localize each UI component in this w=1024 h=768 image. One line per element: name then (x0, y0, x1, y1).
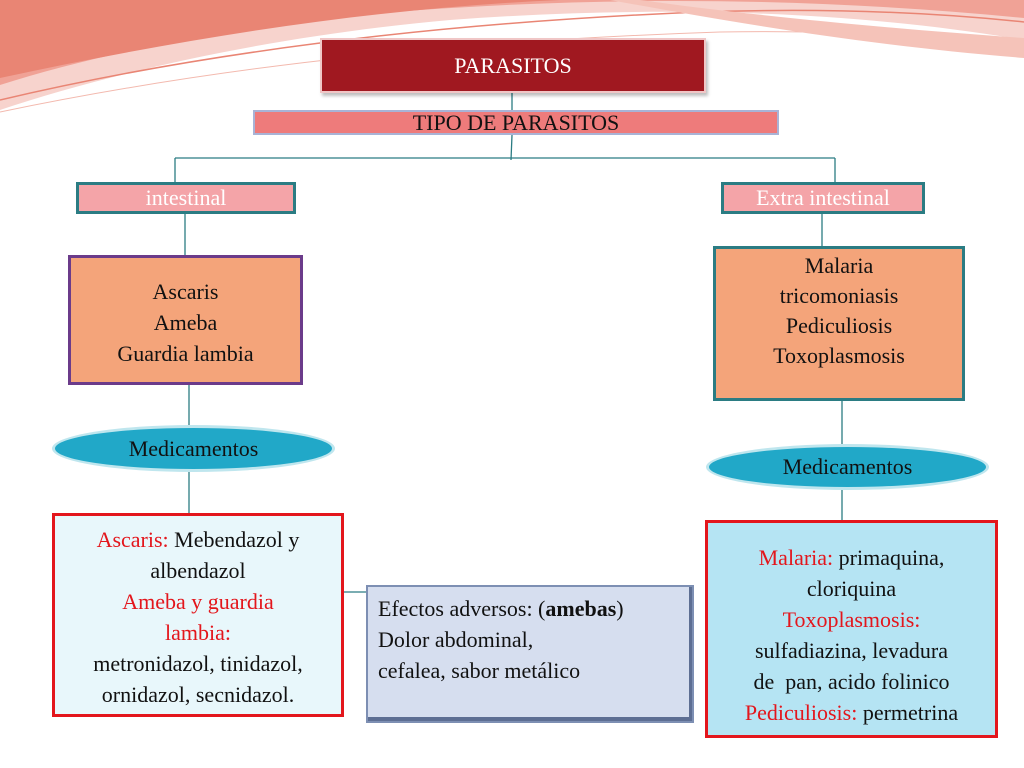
branch-extra-intestinal-box: Extra intestinal (721, 182, 925, 214)
title-text: PARASITOS (454, 53, 572, 78)
parasite-guardia-lambia: Guardia lambia (117, 341, 254, 366)
parasite-ameba: Ameba (153, 310, 218, 335)
ameba-drugs-2: ornidazol, secnidazol. (101, 682, 295, 707)
ascaris-treatment-line: Ascaris: Mebendazol y (55, 524, 341, 555)
toxoplasmosis-drugs-1: sulfadiazina, levadura (754, 638, 948, 663)
toxoplasmosis-drugs-2: de pan, acido folinico (753, 669, 950, 694)
ameba-drugs-1: metronidazol, tinidazol, (93, 651, 303, 676)
adverse-effects-heading: Efectos adversos: (amebas) (378, 593, 692, 624)
branch-intestinal-box: intestinal (76, 182, 296, 214)
medicamentos-ellipse-right: Medicamentos (706, 444, 989, 490)
extra-intestinal-treatments-box: Malaria: primaquina, cloriquina Toxoplas… (705, 520, 998, 738)
malaria-drugs-1: primaquina, (838, 545, 945, 570)
adverse-effects-line-2: Dolor abdominal, (378, 627, 534, 652)
adverse-effects-suffix: ) (616, 596, 624, 621)
adverse-effects-bold: amebas (545, 596, 617, 621)
ameba-treatment-label-1: Ameba y guardia (122, 589, 274, 614)
ascaris-treatment-label: Ascaris: (96, 527, 169, 552)
subtitle-text: TIPO DE PARASITOS (412, 110, 620, 135)
malaria-drugs-2: cloriquina (806, 576, 897, 601)
pediculiosis-treatment-label: Pediculiosis: (744, 700, 858, 725)
adverse-effects-line-3: cefalea, sabor metálico (378, 658, 581, 683)
medicamentos-label-left: Medicamentos (128, 436, 259, 461)
branch-extra-intestinal-label: Extra intestinal (756, 185, 890, 210)
ascaris-drugs-1: Mebendazol y (174, 527, 300, 552)
malaria-treatment-line: Malaria: primaquina, (708, 542, 995, 573)
ameba-treatment-label-2: lambia: (165, 620, 231, 645)
malaria-treatment-label: Malaria: (758, 545, 834, 570)
parasite-toxoplasmosis: Toxoplasmosis (773, 343, 905, 368)
ascaris-drugs-2: albendazol (150, 558, 246, 583)
parasite-tricomoniasis: tricomoniasis (779, 283, 899, 308)
branch-intestinal-label: intestinal (145, 185, 227, 210)
subtitle-box: TIPO DE PARASITOS (253, 110, 779, 135)
medicamentos-ellipse-left: Medicamentos (52, 425, 335, 472)
pediculiosis-treatment-line: Pediculiosis: permetrina (708, 697, 995, 728)
toxoplasmosis-treatment-label: Toxoplasmosis: (782, 607, 921, 632)
parasite-ascaris: Ascaris (152, 279, 219, 304)
extra-intestinal-parasites-box: Malaria tricomoniasis Pediculiosis Toxop… (713, 246, 965, 401)
medicamentos-label-right: Medicamentos (782, 454, 913, 479)
title-box: PARASITOS (320, 38, 706, 93)
pediculiosis-drugs: permetrina (862, 700, 959, 725)
adverse-effects-prefix: Efectos adversos: ( (378, 596, 546, 621)
intestinal-treatments-box: Ascaris: Mebendazol y albendazol Ameba y… (52, 513, 344, 717)
adverse-effects-box: Efectos adversos: (amebas) Dolor abdomin… (366, 585, 694, 723)
parasite-pediculiosis: Pediculiosis (785, 313, 893, 338)
intestinal-parasites-box: Ascaris Ameba Guardia lambia (68, 255, 303, 385)
parasite-malaria: Malaria (804, 253, 874, 278)
